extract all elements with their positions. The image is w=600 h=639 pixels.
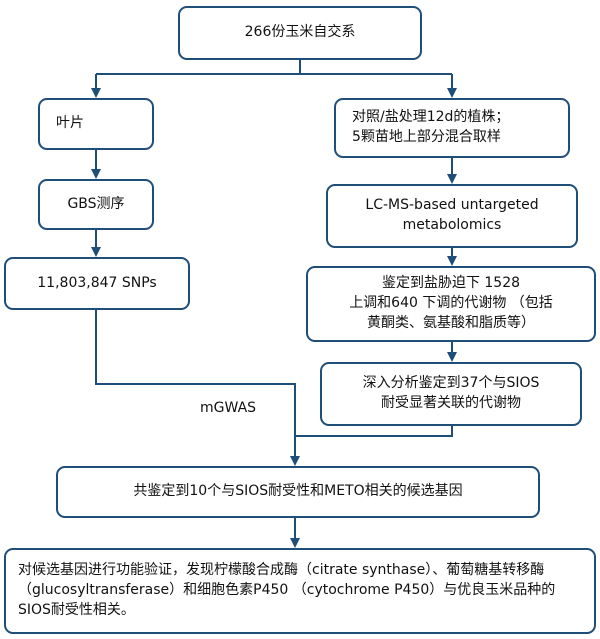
node-functional-validation-label: 对候选基因进行功能验证，发现柠檬酸合成酶（citrate synthase）、葡… bbox=[18, 562, 556, 618]
node-deep-analysis: 深入分析鉴定到37个与SIOS 耐受显著关联的代谢物 bbox=[320, 362, 582, 426]
node-candidate-genes-label: 共鉴定到10个与SIOS耐受性和METO相关的候选基因 bbox=[133, 483, 463, 500]
node-candidate-genes: 共鉴定到10个与SIOS耐受性和METO相关的候选基因 bbox=[56, 466, 540, 518]
node-identified-metabolites-label: 鉴定到盐胁迫下 1528 上调和640 下调的代谢物 （包括 黄酮类、氨基酸和脂… bbox=[349, 275, 553, 331]
node-functional-validation: 对候选基因进行功能验证，发现柠檬酸合成酶（citrate synthase）、葡… bbox=[4, 548, 596, 634]
edge-label-mgwas-text: mGWAS bbox=[200, 400, 257, 416]
node-leaf: 叶片 bbox=[38, 98, 154, 150]
node-leaf-label: 叶片 bbox=[56, 115, 84, 132]
node-lcms-metabolomics: LC-MS-based untargeted metabolomics bbox=[326, 184, 578, 248]
node-snps: 11,803,847 SNPs bbox=[4, 257, 190, 310]
node-sampling: 对照/盐处理12d的植株； 5颗苗地上部分混合取样 bbox=[334, 98, 570, 158]
edge-deep-to-candidates bbox=[295, 426, 453, 437]
node-maize-inbred-lines-label: 266份玉米自交系 bbox=[244, 24, 356, 41]
node-lcms-metabolomics-label: LC-MS-based untargeted metabolomics bbox=[365, 197, 539, 233]
edge-label-mgwas: mGWAS bbox=[200, 400, 256, 416]
node-snps-label: 11,803,847 SNPs bbox=[37, 274, 157, 291]
edge-snps-to-candidates bbox=[95, 310, 300, 466]
node-identified-metabolites: 鉴定到盐胁迫下 1528 上调和640 下调的代谢物 （包括 黄酮类、氨基酸和脂… bbox=[306, 266, 596, 342]
node-deep-analysis-label: 深入分析鉴定到37个与SIOS 耐受显著关联的代谢物 bbox=[362, 375, 540, 411]
node-sampling-label: 对照/盐处理12d的植株； 5颗苗地上部分混合取样 bbox=[352, 109, 510, 145]
node-maize-inbred-lines: 266份玉米自交系 bbox=[178, 6, 422, 60]
node-gbs-sequencing: GBS测序 bbox=[38, 179, 154, 230]
node-gbs-sequencing-label: GBS测序 bbox=[67, 195, 125, 212]
